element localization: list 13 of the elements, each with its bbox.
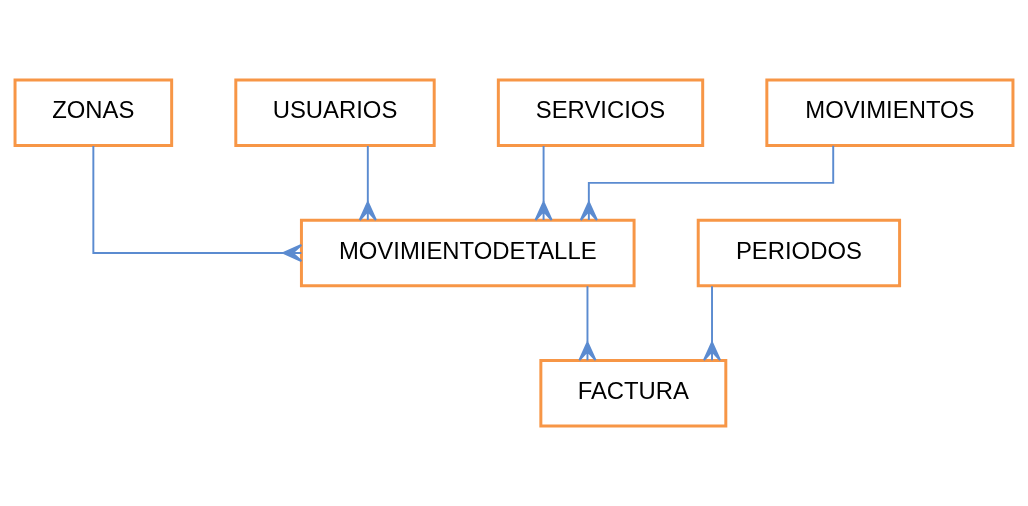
node-box: FACTURA <box>539 358 728 428</box>
connector <box>703 285 722 362</box>
connector <box>579 144 835 221</box>
connector <box>534 145 553 221</box>
connector <box>578 285 597 362</box>
node-box: PERIODOS <box>696 218 902 288</box>
connector <box>358 145 377 221</box>
node-box: SERVICIOS <box>496 78 705 148</box>
node-box: ZONAS <box>13 78 174 148</box>
node-box: MOVIMIENTOS <box>765 78 1015 148</box>
node-box: USUARIOS <box>234 78 436 148</box>
node-box: MOVIMIENTODETALLE <box>299 218 636 288</box>
connector <box>92 145 303 263</box>
